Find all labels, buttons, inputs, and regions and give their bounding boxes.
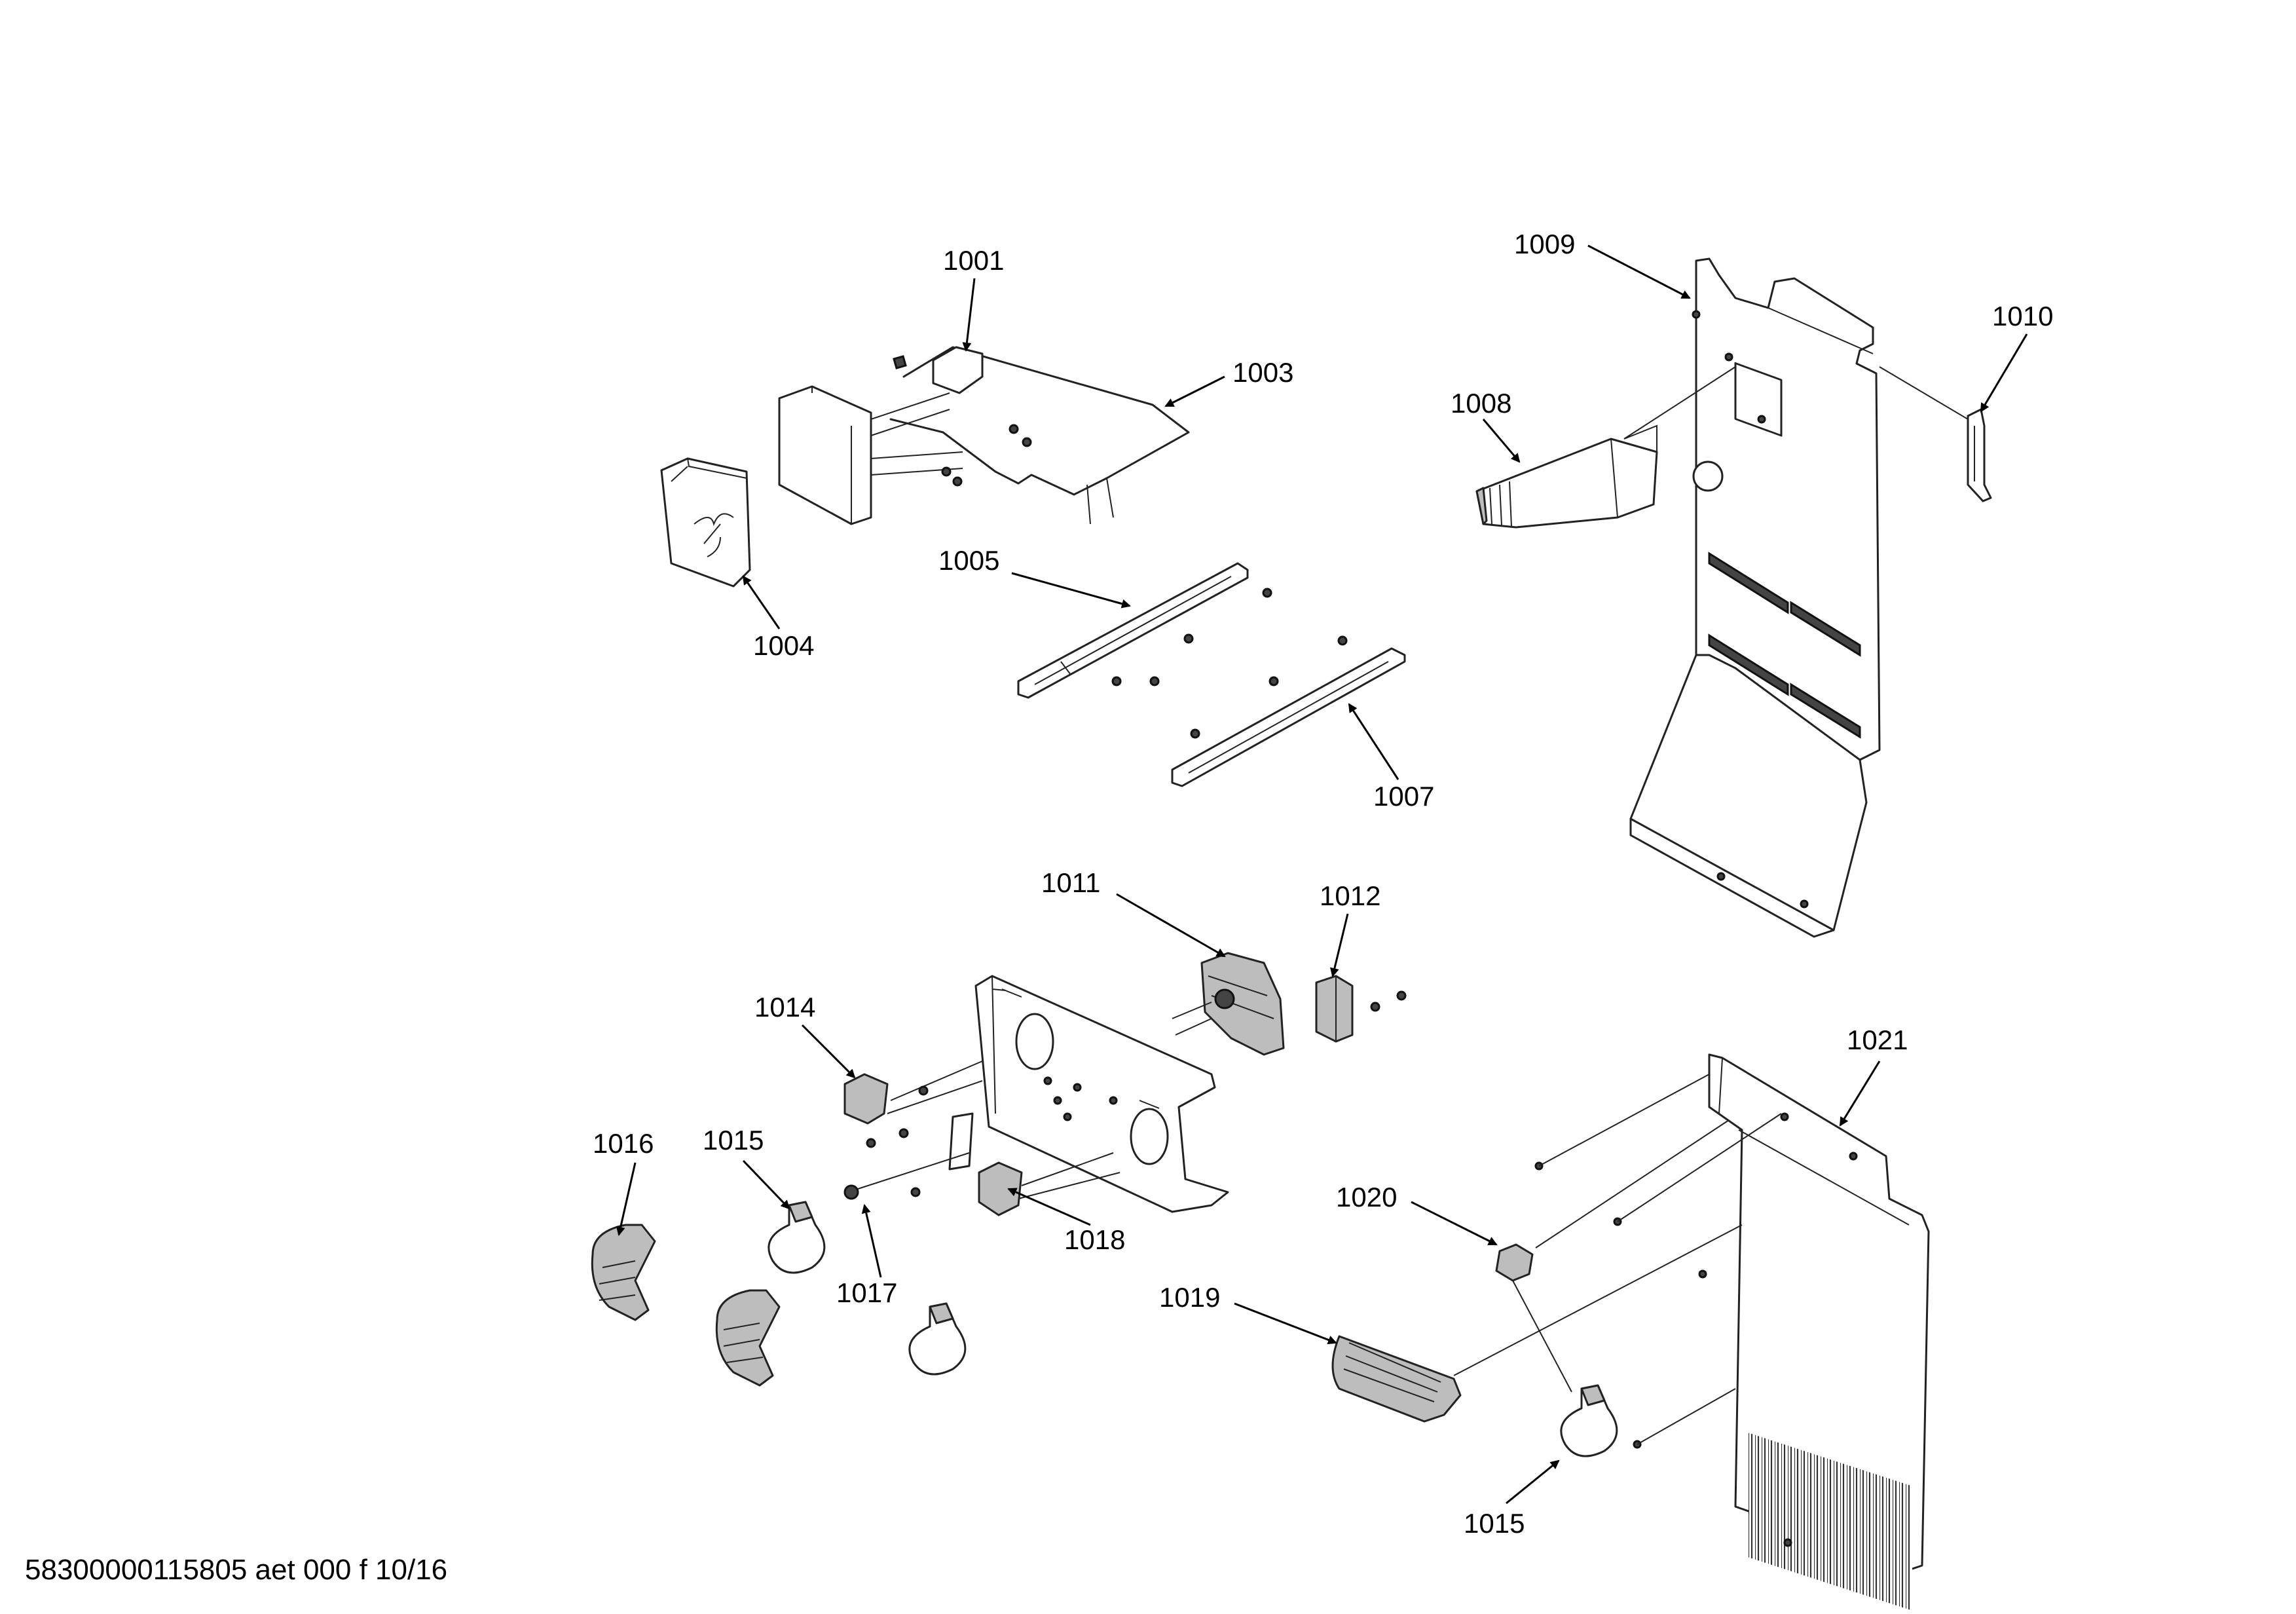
callout-1014: 1014 — [754, 992, 815, 1023]
lamp-holder-part-1018 — [978, 1161, 1023, 1216]
lamp-cover-part-1016 — [591, 1224, 781, 1387]
callout-1019: 1019 — [1159, 1282, 1220, 1313]
duct-part-1008 — [1475, 366, 1736, 529]
bracket-part-1001 — [932, 346, 984, 394]
ice-tray-part-1003 — [942, 351, 1190, 496]
screw — [1022, 437, 1032, 447]
back-panel-part-1009 — [1629, 257, 1881, 938]
callouts: 1001 1003 1004 1005 1007 1008 1009 1010 … — [593, 229, 2053, 1539]
screw — [1009, 424, 1019, 434]
lamp-housing-part-1019 — [1331, 1335, 1462, 1423]
callout-1015-lower: 1015 — [1464, 1508, 1525, 1539]
control-housing-assembly — [843, 952, 1407, 1216]
callout-1020: 1020 — [1336, 1182, 1397, 1212]
callout-1009: 1009 — [1514, 229, 1575, 259]
bulb-part-1015 — [768, 1201, 1618, 1457]
document-code: 58300000115805 aet 000 f 10/16 — [25, 1554, 448, 1586]
screw — [952, 476, 963, 487]
lamp-holder-part-1014 — [843, 1073, 889, 1125]
callout-1021: 1021 — [1847, 1024, 1908, 1055]
rail-part-1005 — [1017, 562, 1272, 699]
switch-part-1012 — [1315, 975, 1354, 1043]
callout-1005: 1005 — [938, 545, 999, 576]
motor-part-1011 — [1200, 952, 1285, 1056]
callout-1016: 1016 — [593, 1128, 654, 1159]
callout-1012: 1012 — [1320, 880, 1380, 911]
socket-part-1020 — [1495, 1243, 1572, 1393]
ice-maker-module-box — [778, 385, 872, 525]
callout-1008: 1008 — [1451, 388, 1511, 419]
callout-1001: 1001 — [943, 245, 1004, 276]
ice-maker-assembly — [660, 346, 1190, 588]
callout-1018: 1018 — [1064, 1224, 1125, 1255]
callout-1010: 1010 — [1992, 301, 2053, 331]
rail-part-1007 — [1171, 635, 1406, 787]
callout-1011: 1011 — [1041, 867, 1100, 898]
callout-1017: 1017 — [836, 1277, 897, 1308]
lower-panel-part-1021 — [1453, 1053, 1930, 1611]
bracket-part-1010 — [1879, 366, 1992, 502]
screw — [941, 466, 952, 477]
callout-1004: 1004 — [753, 630, 814, 661]
callout-1015-upper: 1015 — [703, 1125, 764, 1155]
callout-1007: 1007 — [1373, 781, 1434, 812]
callout-1003: 1003 — [1232, 357, 1293, 388]
